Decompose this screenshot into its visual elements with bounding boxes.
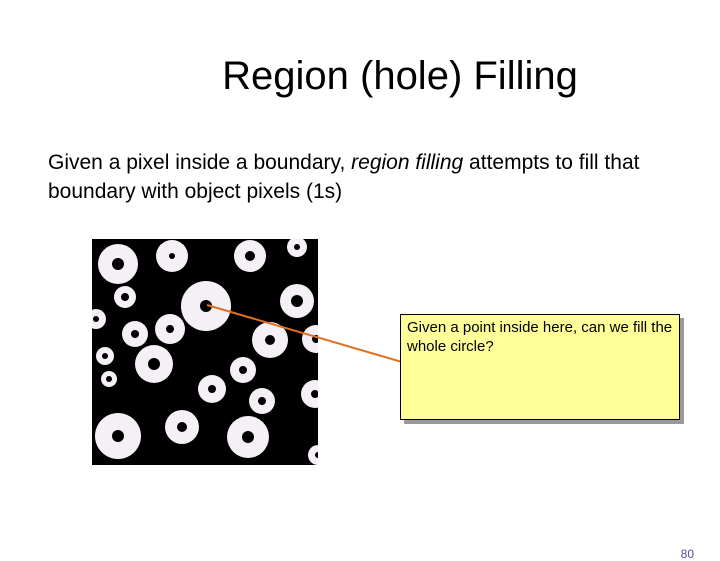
ring-hole	[315, 452, 318, 458]
body-text-emphasis: region filling	[351, 151, 464, 174]
ring-hole	[242, 431, 254, 443]
callout-box: Given a point inside here, can we fill t…	[400, 314, 680, 420]
ring-hole	[112, 258, 124, 270]
ring-hole	[102, 353, 108, 359]
ring-hole	[245, 251, 255, 261]
ring-hole	[265, 335, 275, 345]
ring-hole	[112, 430, 124, 442]
ring-hole	[177, 422, 187, 432]
ring-hole	[239, 366, 247, 374]
ring-hole	[131, 330, 139, 338]
ring-hole	[166, 325, 174, 333]
ring-hole	[258, 397, 266, 405]
ring-hole	[106, 376, 112, 382]
page-number: 80	[680, 547, 694, 561]
ring	[308, 445, 318, 465]
ring-hole	[169, 253, 175, 259]
ring-hole	[294, 244, 300, 250]
callout-text: Given a point inside here, can we fill t…	[407, 319, 673, 355]
binary-ring-image	[92, 239, 318, 465]
body-text-prefix: Given a pixel inside a boundary,	[48, 151, 352, 174]
ring	[301, 380, 318, 408]
ring-hole	[121, 293, 129, 301]
ring-hole	[311, 390, 318, 398]
ring-hole	[208, 385, 216, 393]
slide-title: Region (hole) Filling	[222, 54, 578, 98]
slide: Region (hole) Filling Given a pixel insi…	[48, 54, 708, 561]
body-text: Given a pixel inside a boundary, region …	[48, 148, 708, 206]
ring-hole	[200, 300, 212, 312]
ring-hole	[148, 358, 160, 370]
ring-hole	[291, 295, 303, 307]
ring-hole	[93, 316, 99, 322]
body-text-suffix: attempts to fill that boundary with obje…	[48, 151, 640, 203]
